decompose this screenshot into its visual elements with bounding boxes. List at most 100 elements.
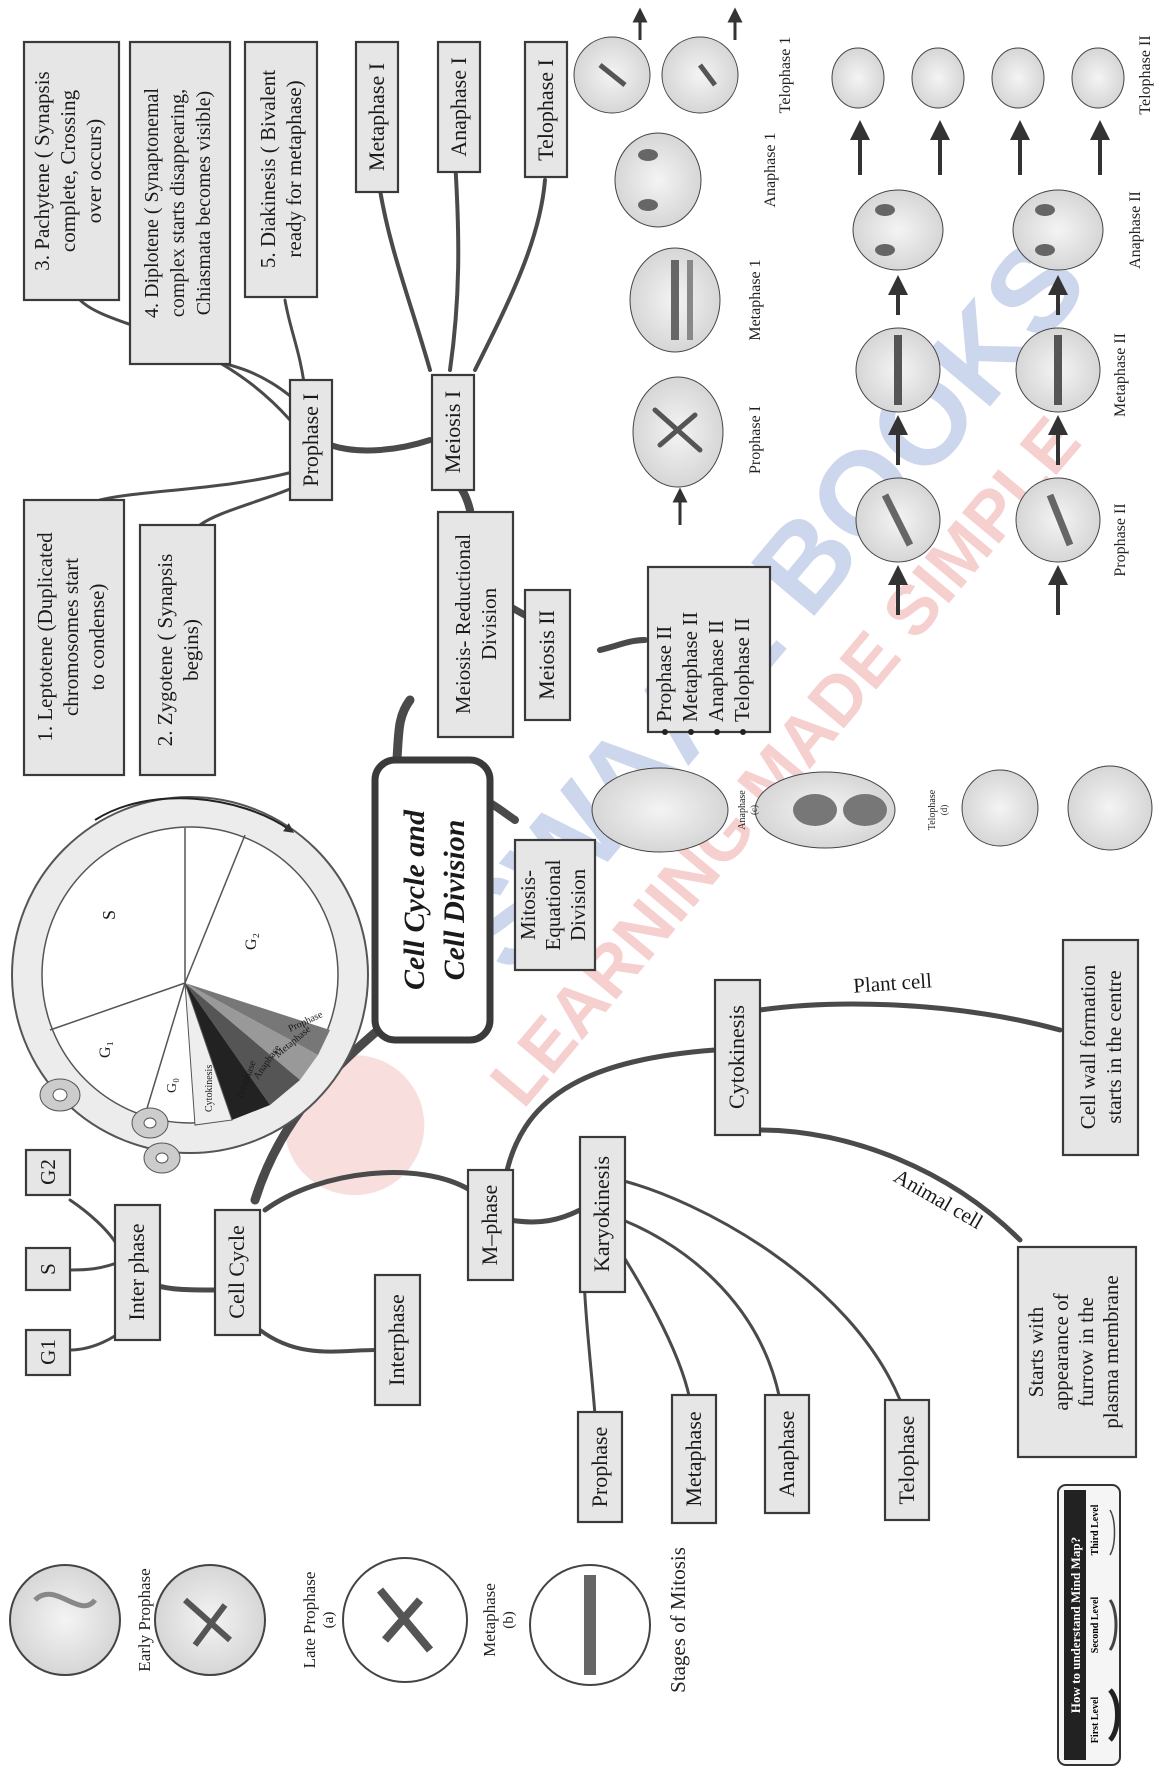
caption-early-prophase: Early Prophase [135,1568,154,1671]
plant-cell-label: Plant cell [852,968,932,997]
g2-node: G2 [24,1148,72,1197]
svg-text:4. Diplotene ( Synaptonemal: 4. Diplotene ( Synaptonemal [141,88,163,318]
caption-metaphase-b: Metaphase [480,1583,499,1657]
svg-text:ready for metaphase): ready for metaphase) [282,80,306,257]
meiosis-ii-stage: Anaphase II [704,620,728,722]
wheel-g0: G₀ [165,1078,180,1093]
g1-node: G1 [24,1328,72,1377]
svg-text:Meiosis I: Meiosis I [440,391,465,474]
caption-stages-of-mitosis: Stages of Mitosis [666,1547,690,1693]
meiosis-illustrations [573,7,1153,853]
svg-text:Interphase: Interphase [384,1294,409,1386]
mitosis-metaphase-node: Metaphase [670,1393,718,1525]
anaphase-i-node: Anaphase I [436,40,482,174]
meiosis-ii-stage-list: Prophase II Metaphase II Anaphase II Tel… [646,565,772,735]
svg-text:Division: Division [477,587,501,660]
svg-text:Metaphase II: Metaphase II [1112,333,1129,417]
svg-text:Prophase: Prophase [587,1427,612,1508]
cell-cycle-node: Cell Cycle [213,1208,262,1337]
pachytene-node: 3. Pachytene ( Synapsis complete, Crossi… [22,40,121,302]
svg-text:Karyokinesis: Karyokinesis [589,1156,614,1272]
diakinesis-node: 5. Diakinesis ( Bivalent ready for metap… [243,40,319,299]
svg-text:Inter phase: Inter phase [124,1223,149,1320]
meiosis-i-node: Meiosis I [430,373,476,492]
telophase-i-node: Telophase I [523,40,569,179]
svg-text:Metaphase 1: Metaphase 1 [747,259,764,340]
svg-text:Telophase II: Telophase II [1137,35,1154,114]
illustration-captions: Prophase I Metaphase 1 Anaphase 1 Teloph… [737,35,1154,830]
svg-text:chromosomes start: chromosomes start [59,558,83,716]
svg-text:(c): (c) [749,805,759,815]
svg-text:Cytokinesis: Cytokinesis [724,1005,749,1109]
legend-second-level: Second Level [1090,1597,1101,1654]
central-node: Cell Cycle and Cell Division [371,756,494,1044]
svg-text:Metaphase: Metaphase [681,1411,706,1506]
leptotene-node: 1. Leptotene (Duplicated chromosomes sta… [22,498,126,777]
svg-text:Telophase: Telophase [894,1416,919,1505]
legend-first-level: First Level [1090,1697,1101,1744]
legend-title: How to understand Mind Map? [1068,1537,1083,1713]
svg-text:S: S [36,1263,60,1275]
plant-cell-description: Cell wall formation starts in the centre [1061,938,1140,1157]
svg-text:G2: G2 [36,1159,60,1185]
svg-text:Anaphase II: Anaphase II [1127,191,1144,269]
svg-text:Division: Division [566,868,590,941]
mitosis-anaphase-node: Anaphase [763,1393,811,1515]
svg-text:furrow in the: furrow in the [1074,1297,1098,1407]
svg-text:Telophase I: Telophase I [533,59,558,161]
mitosis-equational-node: Mitosis- Equational Division [513,838,597,972]
svg-text:Starts with: Starts with [1024,1306,1048,1397]
mitosis-telophase-node: Telophase [883,1398,931,1522]
zygotene-node: 2. Zygotene ( Synapsis begins) [138,523,217,777]
cell-cycle-wheel: S G₁ G₂ G₀ Cytokinesis Telophase Anaphas… [11,796,369,1174]
meiosis-ii-stage: Telophase II [730,618,754,722]
central-title-line1: Cell Cycle and [398,809,431,990]
svg-text:complete, Crossing: complete, Crossing [56,89,80,252]
interphase-node: Interphase [373,1273,422,1407]
mitosis-prophase-node: Prophase [576,1410,624,1524]
wheel-cytokinesis: Cytokinesis [204,1065,215,1112]
svg-text:complex starts disappearing,: complex starts disappearing, [167,89,189,317]
meiosis-reductional-node: Meiosis- Reductional Division [436,510,515,739]
svg-text:5. Diakinesis ( Bivalent: 5. Diakinesis ( Bivalent [256,70,280,268]
svg-text:appearance of: appearance of [1049,1293,1073,1410]
s-node: S [24,1246,72,1292]
meiosis-ii-stage: Metaphase II [678,612,702,722]
svg-text:Meiosis- Reductional: Meiosis- Reductional [451,534,475,714]
svg-text:G1: G1 [36,1339,60,1365]
svg-text:(a): (a) [321,1612,337,1629]
svg-text:Anaphase: Anaphase [774,1411,799,1498]
svg-text:Metaphase I: Metaphase I [364,63,389,171]
wheel-g2: G₂ [243,933,260,950]
svg-text:Prophase II: Prophase II [1112,503,1129,576]
meiosis-ii-illustration-grid [831,47,1125,615]
svg-text:Anaphase I: Anaphase I [446,57,471,157]
diplotene-node: 4. Diplotene ( Synaptonemal complex star… [128,40,232,366]
inter-phase-node: Inter phase [113,1203,162,1342]
animal-cell-description: Starts with appearance of furrow in the … [1016,1245,1138,1459]
svg-text:1. Leptotene (Duplicated: 1. Leptotene (Duplicated [33,532,57,742]
svg-text:2. Zygotene ( Synapsis: 2. Zygotene ( Synapsis [153,554,177,746]
cytokinesis-node: Cytokinesis [713,978,762,1137]
svg-text:Equational: Equational [541,859,565,950]
svg-text:Anaphase 1: Anaphase 1 [762,132,779,207]
svg-text:Chiasmata becomes visible): Chiasmata becomes visible) [193,91,215,315]
svg-text:Prophase I: Prophase I [298,393,323,486]
svg-text:Telophase: Telophase [927,789,938,830]
caption-late-prophase: Late Prophase [300,1572,319,1669]
svg-text:plasma membrane: plasma membrane [1099,1275,1123,1428]
svg-text:to condense): to condense) [85,584,109,691]
karyokinesis-node: Karyokinesis [578,1135,627,1294]
svg-text:begins): begins) [179,619,203,681]
svg-text:Mitosis-: Mitosis- [516,870,540,940]
svg-text:Cell Cycle: Cell Cycle [224,1225,249,1318]
svg-text:3. Pachytene ( Synapsis: 3. Pachytene ( Synapsis [30,71,54,270]
svg-text:Anaphase: Anaphase [737,790,748,830]
meiosis-ii-node: Meiosis II [523,588,572,722]
meiosis-ii-stage: Prophase II [652,626,676,722]
svg-text:Cell wall formation: Cell wall formation [1076,964,1100,1129]
mind-map-legend: How to understand Mind Map? First Level … [1057,1484,1121,1766]
mitosis-stage-illustrations: Early Prophase Late Prophase (a) Metapha… [9,1547,690,1693]
